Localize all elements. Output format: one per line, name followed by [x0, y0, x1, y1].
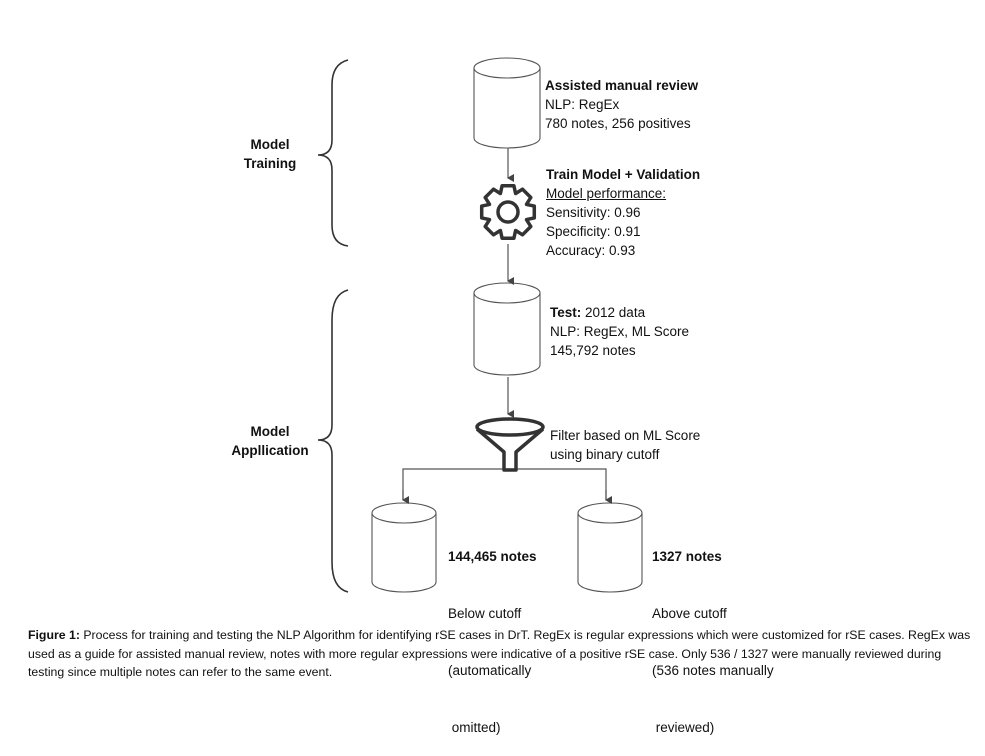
figure: Model Training Model Appllication Assist… [28, 57, 973, 735]
step-title: Test: [550, 305, 582, 320]
caption-label: Figure 1: [28, 628, 80, 642]
step-line: Below cutoff [448, 606, 522, 621]
step-title: Assisted manual review [545, 78, 699, 93]
database-cylinder-icon [473, 282, 541, 376]
step-line: NLP: RegEx [545, 97, 620, 112]
database-cylinder-icon [473, 57, 541, 149]
figure-caption: Figure 1: Process for training and testi… [28, 626, 973, 682]
step-line: using binary cutoff [550, 447, 660, 462]
review-step-text: Assisted manual review NLP: RegEx 780 no… [545, 76, 698, 133]
test-step-text: Test: 2012 data NLP: RegEx, ML Score 145… [550, 303, 689, 360]
accuracy: Accuracy: 0.93 [546, 243, 636, 258]
step-subtitle: Model performance: [546, 186, 667, 201]
gear-icon [479, 183, 537, 241]
diagram-graphics [317, 57, 643, 593]
funnel-icon [475, 417, 545, 472]
step-title-rest: 2012 data [581, 305, 646, 320]
sensitivity: Sensitivity: 0.96 [546, 205, 641, 220]
label-line: Training [243, 156, 297, 171]
label-line: Appllication [231, 443, 309, 458]
application-brace [317, 289, 349, 593]
step-line: reviewed) [652, 720, 715, 735]
step-line: NLP: RegEx, ML Score [550, 324, 690, 339]
filter-step-text: Filter based on ML Score using binary cu… [550, 426, 700, 464]
step-title: Train Model + Validation [546, 167, 701, 182]
train-step-text: Train Model + Validation Model performan… [546, 165, 700, 260]
model-training-label: Model Training [225, 135, 315, 173]
label-line: Model [250, 137, 290, 152]
step-title: 1327 notes [652, 549, 722, 564]
specificity: Specificity: 0.91 [546, 224, 641, 239]
training-brace [317, 59, 349, 247]
database-cylinder-icon [371, 502, 437, 593]
model-application-label: Model Appllication [225, 422, 315, 460]
caption-text: Process for training and testing the NLP… [28, 628, 971, 679]
step-line: (536 notes manually [652, 663, 774, 678]
step-line: 145,792 notes [550, 343, 636, 358]
step-title: 144,465 notes [448, 549, 537, 564]
step-line: (automatically [448, 663, 532, 678]
label-line: Model [250, 424, 290, 439]
step-line: Above cutoff [652, 606, 727, 621]
step-line: Filter based on ML Score [550, 428, 701, 443]
step-line: omitted) [448, 720, 501, 735]
step-line: 780 notes, 256 positives [545, 116, 691, 131]
database-cylinder-icon [577, 502, 643, 593]
